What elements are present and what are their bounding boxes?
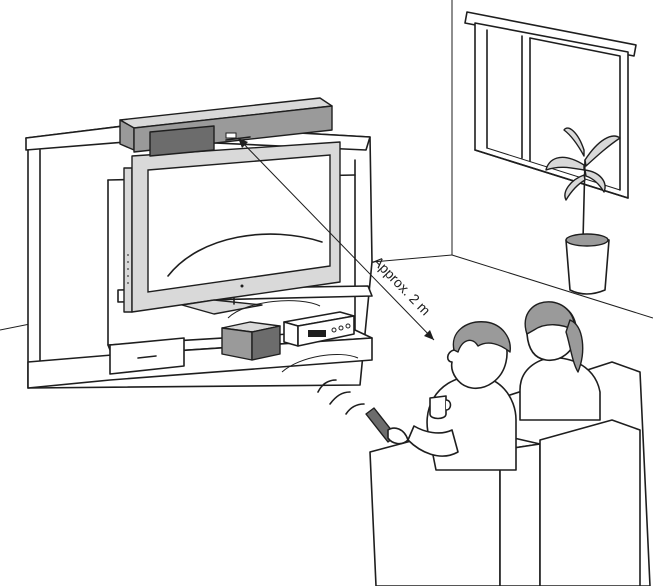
room-walls <box>0 0 653 331</box>
sound-bar <box>119 97 333 157</box>
television <box>123 141 341 315</box>
av-receiver <box>283 311 355 347</box>
person-woman <box>519 301 601 421</box>
potted-plant <box>545 127 621 295</box>
remote-signal-waves <box>317 379 365 415</box>
person-man <box>365 321 517 471</box>
window <box>464 11 637 199</box>
distance-arrow <box>237 137 435 341</box>
subwoofer <box>221 300 359 373</box>
distance-label: Approx. 2 m <box>370 253 434 318</box>
